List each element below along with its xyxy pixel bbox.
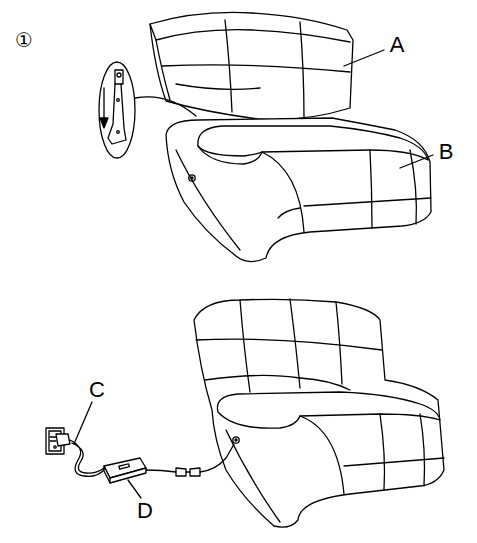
part-letter: B [439, 141, 454, 163]
part-letter: C [89, 379, 105, 401]
power-adapter [104, 444, 234, 483]
part-letter: A [390, 34, 405, 56]
part-letter: D [137, 500, 153, 522]
backrest-part [150, 12, 353, 119]
leader-lines [74, 50, 433, 498]
bracket-detail [99, 62, 196, 158]
assembled-chair [194, 299, 444, 527]
seat-part [166, 118, 431, 262]
wall-outlet [46, 428, 70, 454]
step-number: ① [15, 30, 33, 50]
power-cord [70, 440, 104, 476]
